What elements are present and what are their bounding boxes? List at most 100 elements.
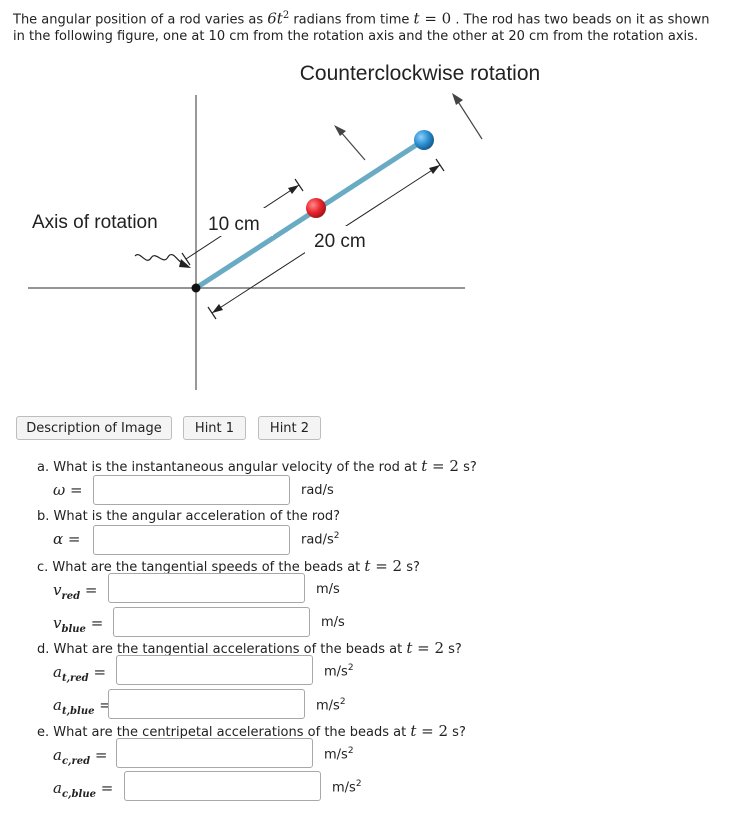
alpha-equals: =	[63, 530, 81, 548]
rotation-arrow-1-head	[334, 125, 346, 136]
omega-input[interactable]	[93, 475, 290, 505]
question-e-tail: s?	[448, 725, 466, 740]
blue-bead	[414, 130, 434, 150]
alpha-unit-base: rad/s	[301, 532, 334, 548]
intro-part3: . The rod has two beads on it as shown i…	[13, 12, 710, 45]
ac-blue-input[interactable]	[124, 771, 321, 801]
rotation-arrow-1	[339, 130, 366, 161]
dim-10-tick-a	[181, 252, 191, 266]
ac-red-sub: c,red	[61, 756, 91, 767]
v-red-sub: red	[61, 591, 81, 602]
question-e-text: e. What are the centripetal acceleration…	[37, 725, 411, 740]
eq-zero: = 0	[419, 9, 452, 28]
axis-label-bg	[28, 206, 186, 236]
question-b: b. What is the angular acceleration of t…	[37, 509, 341, 524]
pivot-point	[191, 283, 201, 293]
ac-red-symbol: a	[53, 746, 62, 764]
v-red-label: vred =	[53, 581, 97, 602]
question-d-t: t	[406, 639, 413, 657]
ac-red-equals: =	[90, 746, 108, 764]
at-red-unit-exp: 2	[347, 663, 354, 673]
t-var: t	[413, 9, 420, 28]
v-red-symbol: v	[53, 581, 62, 599]
dim-20-label: 20 cm	[314, 231, 366, 252]
at-red-unit: m/s2	[324, 663, 354, 679]
question-a: a. What is the instantaneous angular vel…	[37, 457, 477, 475]
question-c-t: t	[364, 557, 371, 575]
alpha-unit-exp: 2	[333, 531, 340, 541]
at-blue-unit-base: m/s	[316, 698, 340, 714]
rotation-arrow-2-head	[452, 93, 463, 105]
at-red-label: at,red =	[53, 663, 106, 684]
question-c: c. What are the tangential speeds of the…	[37, 557, 420, 575]
expr-base: 6t	[267, 9, 283, 28]
v-blue-input[interactable]	[113, 607, 310, 637]
figure-title: Counterclockwise rotation	[300, 62, 540, 85]
dim-10-arrowhead	[288, 185, 299, 194]
at-blue-unit-exp: 2	[339, 697, 346, 707]
ac-blue-symbol: a	[53, 779, 62, 797]
question-e-t: t	[410, 722, 417, 740]
intro-part1: The angular position of a rod varies as	[13, 12, 268, 28]
dim-10-label: 10 cm	[208, 214, 260, 235]
at-blue-label: at,blue =	[53, 696, 112, 717]
question-e-eq: = 2	[416, 722, 449, 740]
dim-20-arrowhead	[429, 165, 440, 174]
omega-label: ω =	[53, 481, 83, 499]
at-blue-unit: m/s2	[316, 697, 346, 713]
question-c-eq: = 2	[370, 557, 403, 575]
ac-blue-unit-exp: 2	[355, 779, 362, 789]
description-of-image-button[interactable]: Description of Image	[16, 416, 172, 440]
ac-blue-label: ac,blue =	[53, 779, 113, 800]
rotation-figure: Counterclockwise rotation Axis of rotati…	[28, 62, 540, 390]
ac-red-unit-base: m/s	[324, 747, 348, 763]
at-blue-input[interactable]	[108, 689, 305, 719]
v-blue-unit: m/s	[321, 615, 345, 630]
question-c-tail: s?	[402, 560, 420, 575]
at-red-input[interactable]	[116, 655, 313, 685]
alpha-unit: rad/s2	[301, 531, 339, 547]
alpha-input[interactable]	[93, 525, 290, 555]
v-red-unit: m/s	[316, 582, 340, 597]
ac-blue-unit: m/s2	[332, 779, 362, 795]
v-red-input[interactable]	[108, 573, 305, 603]
axis-squiggle	[134, 253, 185, 265]
omega-symbol: ω	[53, 481, 66, 499]
question-d-eq: = 2	[412, 639, 445, 657]
at-red-sub: t,red	[61, 673, 89, 684]
question-d-text: d. What are the tangential accelerations…	[37, 642, 407, 657]
ac-blue-sub: c,blue	[61, 789, 96, 800]
at-red-equals: =	[88, 663, 107, 681]
at-red-unit-base: m/s	[324, 664, 348, 680]
axis-squiggle-head	[179, 259, 191, 268]
dim-10-label-bg	[205, 208, 273, 236]
question-d-tail: s?	[444, 642, 462, 657]
alpha-symbol: α	[53, 530, 64, 548]
question-a-t: t	[421, 457, 428, 475]
axis-label: Axis of rotation	[32, 212, 158, 233]
hint-2-button[interactable]: Hint 2	[258, 416, 321, 440]
alpha-label: α =	[53, 530, 80, 548]
ac-red-label: ac,red =	[53, 746, 108, 767]
at-blue-sub: t,blue	[61, 706, 95, 717]
dim-20-label-bg	[305, 226, 383, 254]
ac-red-unit-exp: 2	[347, 746, 354, 756]
question-e: e. What are the centripetal acceleration…	[37, 722, 466, 740]
dim-20-arrowtail	[212, 304, 223, 313]
ac-red-unit: m/s2	[324, 746, 354, 762]
v-red-equals: =	[80, 581, 98, 599]
v-blue-sub: blue	[61, 624, 86, 635]
question-a-eq: = 2	[427, 457, 459, 475]
at-red-symbol: a	[53, 663, 62, 681]
at-blue-symbol: a	[53, 696, 62, 714]
ac-blue-equals: =	[95, 779, 114, 797]
question-a-tail: s?	[458, 460, 477, 475]
omega-equals: =	[65, 481, 83, 499]
question-c-text: c. What are the tangential speeds of the…	[37, 560, 365, 575]
problem-statement: The angular position of a rod varies as …	[13, 7, 725, 45]
omega-unit: rad/s	[301, 483, 334, 498]
ac-blue-unit-base: m/s	[332, 780, 356, 796]
question-a-text: a. What is the instantaneous angular vel…	[37, 460, 422, 475]
ac-red-input[interactable]	[116, 738, 313, 768]
hint-1-button[interactable]: Hint 1	[183, 416, 246, 440]
